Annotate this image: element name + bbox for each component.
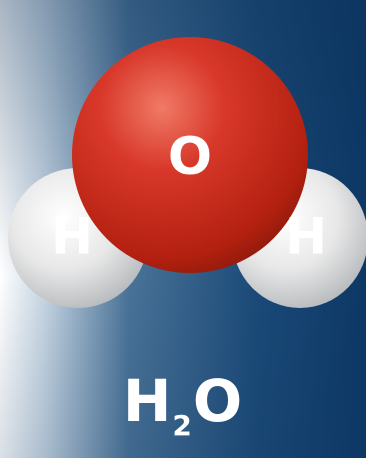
chemical-formula: H2O (0, 372, 366, 440)
hydrogen-left-label: H (51, 208, 93, 266)
oxygen-atom (72, 37, 308, 273)
formula-element-o: O (192, 367, 244, 435)
hydrogen-right-label: H (285, 208, 327, 266)
oxygen-label: O (168, 127, 212, 187)
formula-subscript: 2 (172, 409, 193, 442)
formula-element-h: H (122, 367, 173, 435)
